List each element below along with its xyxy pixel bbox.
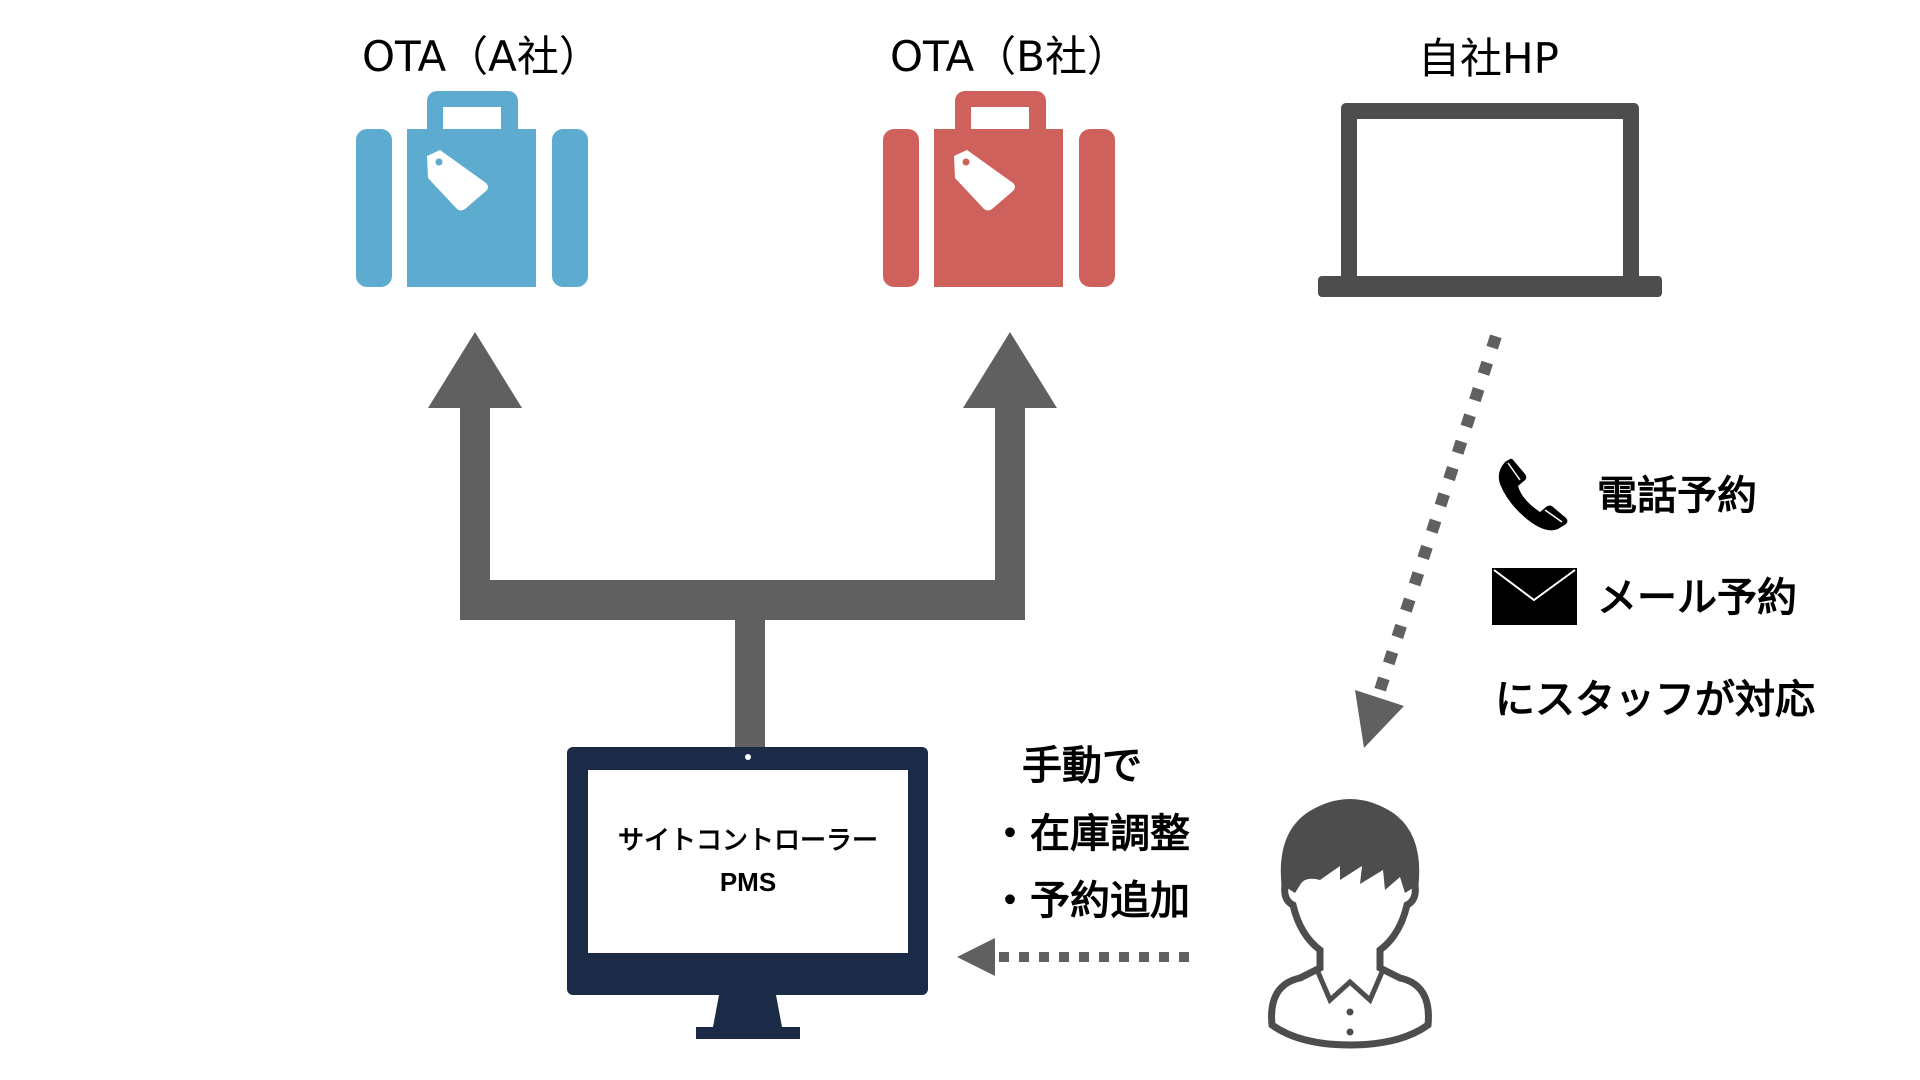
dash [1391,623,1407,639]
dash [1099,952,1109,962]
dash [1451,439,1468,455]
dash [1443,465,1459,482]
dash [1374,676,1390,692]
dash [1159,952,1169,962]
dash [1079,952,1089,962]
dash [1400,597,1416,613]
manual-input-arrow [957,938,1189,976]
monitor-icon [567,747,928,1039]
mail-icon [1492,568,1577,625]
dash [1460,413,1476,429]
dash [1486,334,1502,350]
dash [1417,544,1433,561]
staff-handles-label: にスタッフが対応 [1495,677,1815,723]
dash [1139,952,1149,962]
dash [1477,360,1493,376]
phone-booking-label: 電話予約 [1597,473,1757,519]
sync-arrows [428,332,1057,830]
manual-item-booking: ・予約追加 [990,878,1190,924]
dash [1469,387,1485,403]
manual-item-inventory: ・在庫調整 [990,811,1190,857]
pms-label: PMS [719,866,777,897]
own-site-label: 自社HP [1418,34,1559,83]
ota-b-label: OTA（B社） [890,32,1129,81]
mail-booking-label: メール予約 [1597,575,1797,621]
ota-a-label: OTA（A社） [362,32,601,81]
phone-icon [1498,458,1568,531]
person-icon [1268,799,1432,1049]
arrow-up-ota-a [428,332,1057,830]
dash [999,952,1009,962]
dash [1426,518,1442,534]
dash [1179,952,1189,962]
laptop-icon [1318,103,1662,297]
dash [1383,650,1399,666]
dash [1434,492,1450,508]
system-label: サイトコントローラー PMS [588,770,908,953]
suitcase-icon [883,91,1115,287]
manual-heading: 手動で [1022,743,1142,789]
inquiry-arrow [1355,334,1502,748]
site-controller-label: サイトコントローラー [617,824,878,855]
dash [1039,952,1049,962]
dash [1019,952,1029,962]
dash [1059,952,1069,962]
dash [1119,952,1129,962]
suitcase-icon [356,91,588,287]
dash [1408,571,1425,587]
